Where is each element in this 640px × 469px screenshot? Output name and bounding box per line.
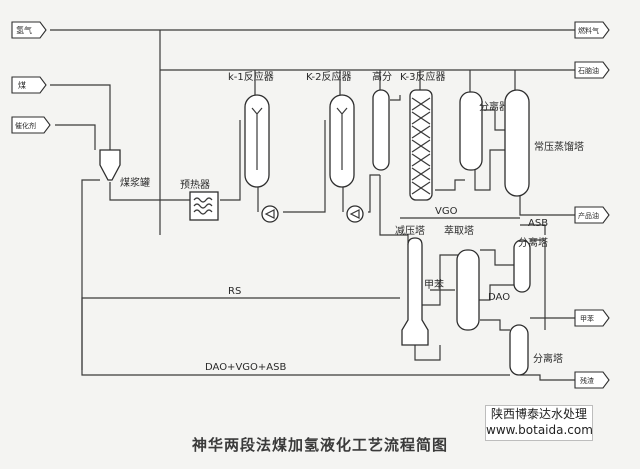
hp-separator: 高分 [372, 70, 392, 171]
coal-feed-tag [11, 76, 47, 94]
atm-column-label: 常压蒸馏塔 [534, 140, 584, 153]
vacuum-column: 减压塔 [395, 224, 429, 346]
watermark-line-2: www.botaida.com [486, 423, 593, 437]
residue-line [520, 374, 575, 381]
catalyst-feed-tag [11, 116, 51, 134]
atm-column: 常压蒸馏塔 [504, 89, 584, 197]
vacuum-to-extraction-line [420, 254, 460, 306]
toluene-tag [574, 309, 610, 327]
fuel-gas-tag [574, 21, 610, 39]
vacuum-bottom-line [414, 345, 441, 361]
to-sep2-line [480, 319, 510, 331]
atm-column-vessel [504, 89, 530, 197]
catalyst-feed-line [55, 124, 96, 150]
slurry-tank-label: 煤浆罐 [120, 176, 150, 189]
asb-label: ASB [528, 218, 548, 229]
recycle-stream-label: DAO+VGO+ASB [205, 362, 286, 373]
hp-separator-vessel [372, 89, 390, 171]
pipe-lines [50, 29, 575, 381]
separation-tower-2-vessel [509, 324, 529, 376]
naphtha-label: 石脑油 [578, 66, 599, 75]
product-oil-line [519, 195, 575, 216]
vacuum-column-vessel [401, 237, 429, 346]
separation-tower-2: 分离塔 [509, 324, 563, 376]
pump-1-impeller [264, 209, 275, 219]
pump-2-impeller [349, 209, 360, 219]
reactor-k1-internal [251, 107, 263, 170]
hydrogen-feed-tag [11, 21, 47, 39]
extraction-to-sep1-line [480, 249, 515, 266]
separator: 分离器 [459, 91, 509, 171]
rs-recycle-line [81, 297, 400, 370]
hydrogen-feed-label: 氢气 [16, 25, 32, 35]
separation-tower-1: 分离塔 [513, 236, 548, 293]
reactor-k3-packing [411, 97, 431, 195]
separator-label: 分离器 [479, 100, 509, 113]
reactor-k3: K-3反应器 [400, 70, 445, 201]
vacuum-feed-line [379, 175, 409, 245]
k1-to-k2-line [283, 120, 326, 213]
vgo-label: VGO [435, 206, 458, 217]
reactor-k2: K-2反应器 [306, 70, 364, 223]
reactor-k3-vessel [409, 89, 433, 201]
diagram-caption: 神华两段法煤加氢液化工艺流程简图 [191, 436, 448, 454]
product-tags: 燃料气 石脑油 产品油 甲苯 残渣 [574, 21, 610, 389]
separation-tower-1-vessel [513, 239, 531, 293]
reactor-k3-label: K-3反应器 [400, 70, 445, 83]
preheater-coil [193, 197, 213, 215]
slurry-tank: 煤浆罐 [99, 149, 150, 189]
dao-label: DAO [488, 292, 510, 303]
watermark-line-1: 陕西博泰达水处理 [490, 407, 587, 421]
k3-to-separator-line [435, 179, 465, 191]
feed-tags: 氢气 煤 催化剂 [11, 21, 51, 134]
dao-line [470, 284, 515, 301]
toluene-label: 甲苯 [580, 314, 594, 323]
residue-label: 残渣 [580, 376, 594, 385]
reactor-k2-internal [336, 107, 348, 170]
separator-vessel [459, 91, 483, 171]
separator-liquid-line [474, 149, 505, 191]
dao-vgo-asb-recycle-line [81, 179, 510, 376]
rs-label: RS [228, 286, 241, 297]
extraction-column-label: 萃取塔 [444, 224, 474, 237]
separation-tower-1-label: 分离塔 [518, 236, 548, 249]
extraction-column-vessel [456, 249, 480, 331]
toluene-stream-label: 甲苯 [424, 278, 444, 291]
slurry-tank-vessel [99, 149, 121, 181]
pump-2-icon [346, 205, 364, 223]
k2-to-hpsep-line [368, 174, 380, 213]
coal-feed-label: 煤 [18, 80, 26, 90]
preheater-outlet-line [220, 120, 241, 201]
hpsep-to-k3-line [390, 95, 401, 101]
coal-feed-line [50, 84, 111, 150]
stream-labels: VGO ASB DAO RS 甲苯 DAO+VGO+ASB [205, 206, 548, 373]
slurry-outlet-line [109, 182, 190, 201]
separation-tower-2-label: 分离塔 [533, 352, 563, 365]
reactor-k1-label: k-1反应器 [228, 70, 274, 83]
catalyst-feed-label: 催化剂 [15, 121, 36, 130]
reactor-k2-label: K-2反应器 [306, 70, 351, 83]
product-oil-label: 产品油 [578, 211, 599, 220]
residue-tag [574, 371, 610, 389]
watermark: 陕西博泰达水处理 www.botaida.com [485, 405, 593, 441]
extraction-column: 萃取塔 [444, 224, 480, 331]
naphtha-tag [574, 61, 610, 79]
preheater-label: 预热器 [180, 178, 210, 191]
pump-1-icon [261, 205, 279, 223]
product-oil-tag [574, 206, 610, 224]
vacuum-column-label: 减压塔 [395, 224, 425, 237]
hp-separator-label: 高分 [372, 70, 392, 83]
asb-line [520, 224, 546, 235]
preheater: 预热器 [180, 178, 219, 221]
fuel-gas-label: 燃料气 [578, 26, 599, 35]
reactor-k1: k-1反应器 [228, 70, 279, 223]
separator-vapor-line [480, 109, 505, 131]
sep1-recycle-line [530, 239, 546, 330]
